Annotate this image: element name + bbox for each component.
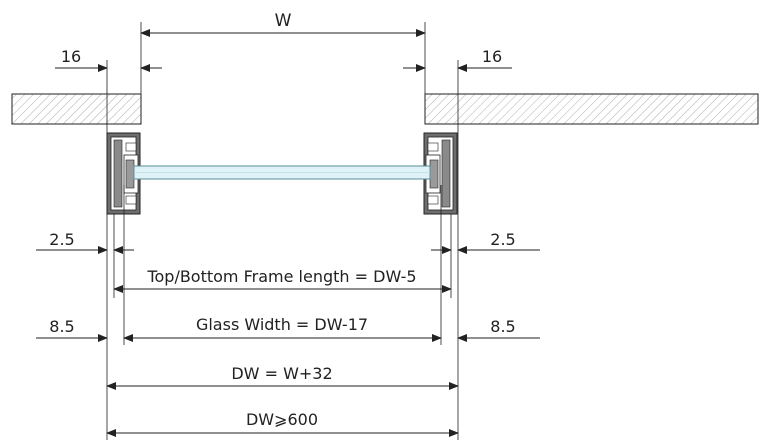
glass-pane: [133, 165, 431, 180]
dimension-gap-left-label: 16: [61, 47, 81, 66]
dimension-frame-length-label: Top/Bottom Frame length = DW-5: [146, 267, 416, 286]
dimension-offset-right-top: 2.5: [431, 230, 540, 254]
dimension-dw-label: DW = W+32: [231, 364, 332, 383]
dimension-offset-right-bottom-label: 8.5: [490, 317, 515, 336]
dimension-gap-right: 16: [403, 47, 512, 72]
dimension-offset-right-top-label: 2.5: [490, 230, 515, 249]
dimension-dw-min-label: DW⩾600: [246, 410, 318, 429]
dimension-offset-right-bottom: 8.5: [457, 317, 540, 342]
dimension-frame-length: Top/Bottom Frame length = DW-5: [113, 267, 452, 293]
wall-right: [424, 93, 759, 125]
dimension-offset-left-bottom-label: 8.5: [49, 317, 74, 336]
frame-profile-right: [423, 132, 458, 215]
wall-left: [11, 93, 142, 125]
dimension-offset-left-top-label: 2.5: [49, 230, 74, 249]
dimension-offset-left-top: 2.5: [36, 230, 134, 254]
dimension-w: W: [140, 11, 426, 37]
dimension-offset-left-bottom: 8.5: [36, 317, 108, 342]
dimension-dw-min: DW⩾600: [106, 410, 459, 437]
dimension-glass-width-label: Glass Width = DW-17: [196, 315, 368, 334]
dimension-w-label: W: [275, 11, 292, 31]
dimension-dw: DW = W+32: [106, 364, 459, 390]
dimension-glass-width: Glass Width = DW-17: [123, 315, 442, 342]
dimension-gap-left: 16: [55, 47, 162, 72]
dimension-gap-right-label: 16: [482, 47, 502, 66]
